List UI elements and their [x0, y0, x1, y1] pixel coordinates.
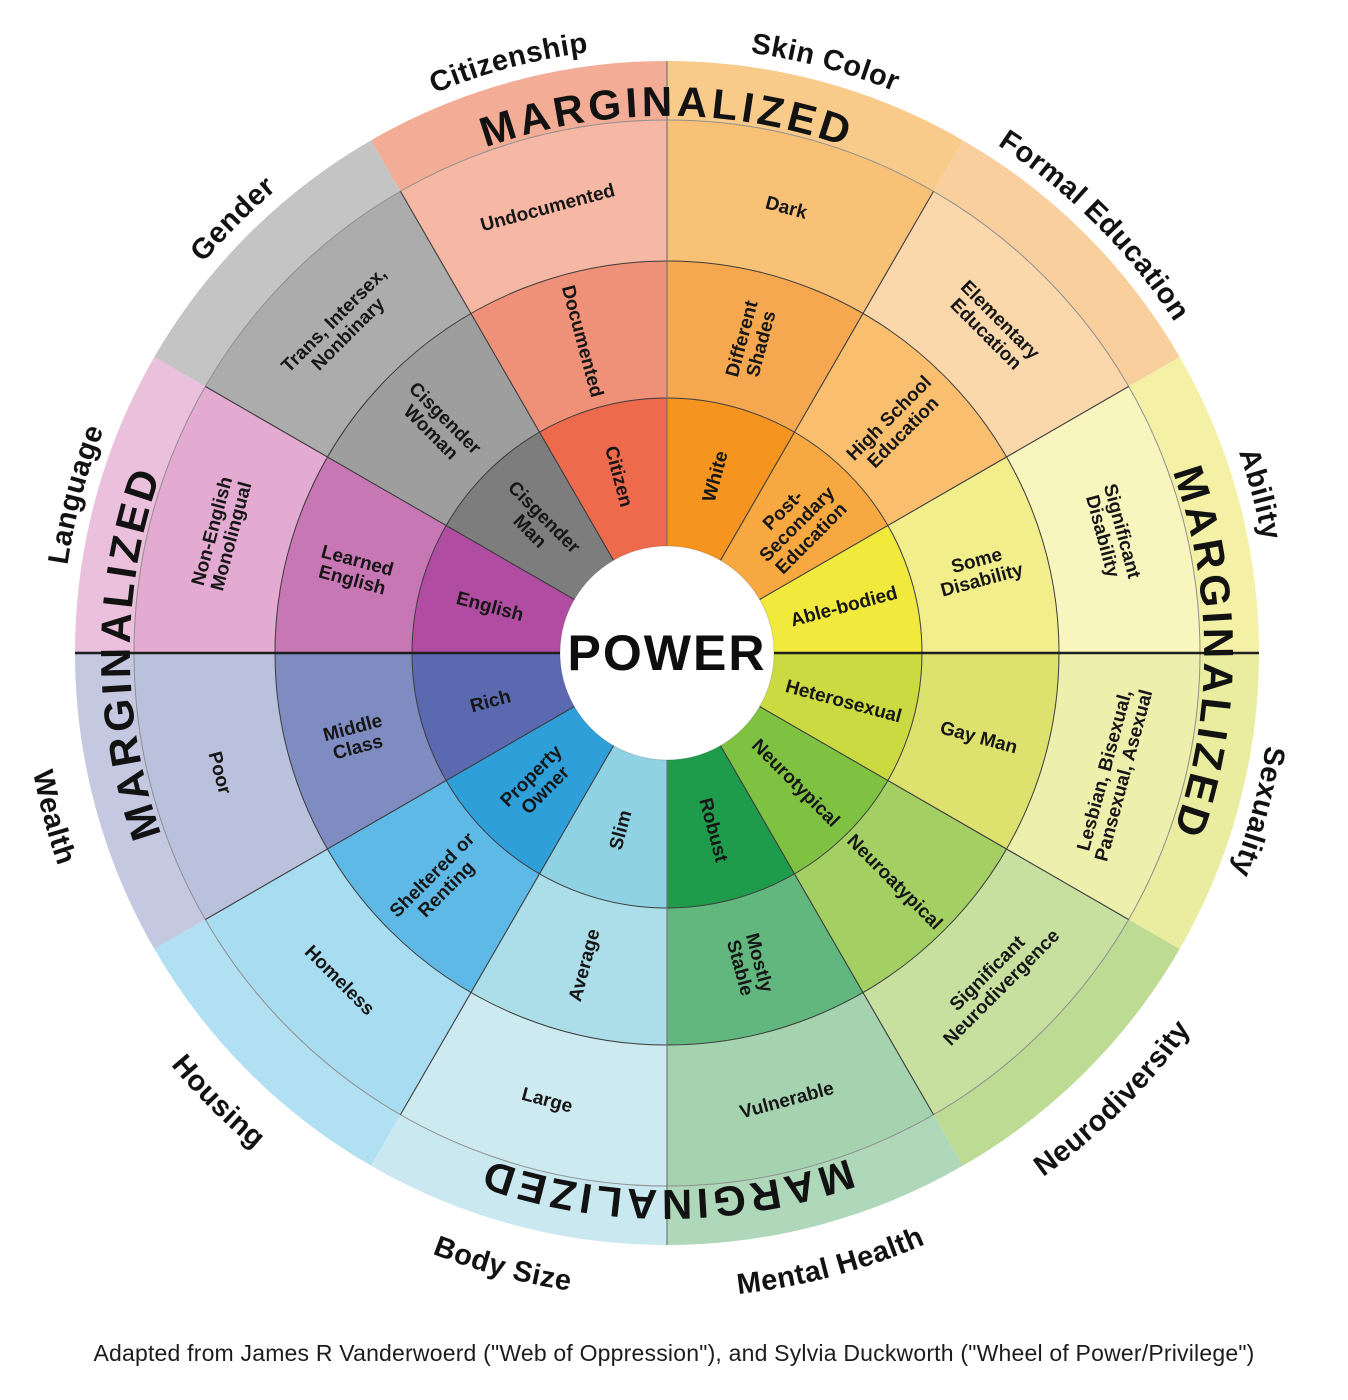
power-privilege-wheel: CitizenDocumentedUndocumentedWhiteDiffer…	[26, 27, 1290, 1301]
sector-divider	[759, 706, 1129, 920]
segment-language-inner	[412, 525, 575, 653]
label-mental-health-middle: MostlyStable	[722, 931, 777, 1000]
segment-housing-band	[154, 919, 401, 1166]
segment-gender-inner	[446, 432, 614, 600]
segment-neurodiversity-outer	[863, 849, 1129, 1115]
wheel-grid	[75, 61, 1259, 1245]
sector-divider	[720, 745, 934, 1115]
sector-divider	[400, 745, 614, 1115]
segment-neurodiversity-band	[933, 919, 1180, 1166]
segment-wealth-middle	[275, 653, 447, 849]
segment-language-outer	[134, 386, 328, 653]
segment-mental-health-band	[667, 1114, 963, 1245]
segment-sexuality-inner	[759, 653, 922, 781]
sector-divider	[400, 191, 614, 561]
segment-ability-middle	[887, 457, 1059, 653]
segment-wealth-inner	[412, 653, 575, 781]
segment-ability-inner	[759, 525, 922, 653]
segment-citizenship-inner	[539, 398, 667, 561]
segment-sexuality-band	[1128, 653, 1259, 949]
sector-divider	[720, 191, 934, 561]
segment-sexuality-outer	[1006, 653, 1200, 920]
segment-language-band	[75, 357, 206, 653]
segment-gender-band	[154, 140, 401, 387]
segment-wealth-band	[75, 653, 206, 949]
segment-skin-color-band	[667, 61, 963, 192]
segment-mental-health-outer	[667, 992, 934, 1186]
segment-sexuality-middle	[887, 653, 1059, 849]
segment-gender-outer	[205, 191, 472, 458]
sector-divider	[205, 386, 575, 600]
segment-language-middle	[275, 457, 447, 653]
segment-formal-education-outer	[863, 191, 1129, 458]
segment-formal-education-band	[933, 140, 1180, 387]
segment-body-size-inner	[539, 745, 667, 908]
segment-citizenship-outer	[400, 120, 667, 314]
wheel-segments	[75, 61, 1259, 1245]
category-label-body-size: Body Size	[430, 1230, 575, 1297]
sector-divider	[205, 706, 575, 920]
segment-housing-outer	[205, 849, 472, 1115]
segment-wealth-outer	[134, 653, 328, 920]
center-power-label: POWER	[568, 625, 767, 681]
segment-citizenship-band	[371, 61, 667, 192]
sector-divider	[759, 386, 1129, 600]
segment-housing-inner	[446, 706, 614, 874]
segment-citizenship-middle	[471, 261, 667, 433]
segment-mental-health-inner	[667, 745, 795, 908]
category-label-wealth: Wealth	[26, 767, 82, 869]
segment-skin-color-inner	[667, 398, 795, 561]
segment-mental-health-middle	[667, 873, 863, 1045]
segment-ability-outer	[1006, 386, 1200, 653]
segment-body-size-band	[371, 1114, 667, 1245]
segment-neurodiversity-inner	[720, 706, 888, 874]
segment-skin-color-outer	[667, 120, 934, 314]
segment-ability-band	[1128, 357, 1259, 653]
segment-formal-education-inner	[720, 432, 888, 600]
segment-body-size-outer	[400, 992, 667, 1186]
segment-skin-color-middle	[667, 261, 863, 433]
segment-body-size-middle	[471, 873, 667, 1045]
attribution-caption: Adapted from James R Vanderwoerd ("Web o…	[93, 1340, 1255, 1366]
